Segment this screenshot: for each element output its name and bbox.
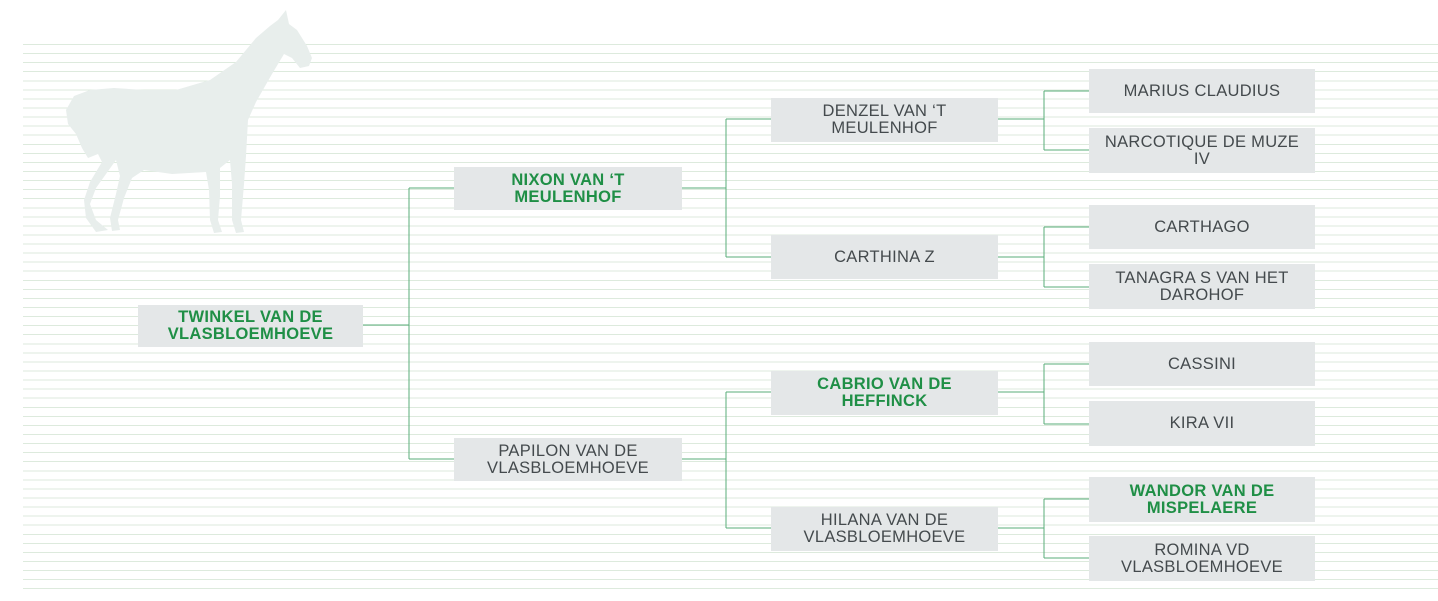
horse-box: TWINKEL VAN DE VLASBLOEMHOEVE — [138, 305, 363, 347]
connector-sire-sire — [998, 90, 1089, 151]
connector-dam-sire — [998, 363, 1089, 425]
horse-silhouette-icon — [66, 10, 312, 233]
horse-name: TWINKEL VAN DE VLASBLOEMHOEVE — [167, 308, 334, 343]
sire-sire-sire-box: MARIUS CLAUDIUS — [1089, 69, 1315, 113]
dam-sire-dam-box: KIRA VII — [1089, 401, 1315, 446]
dam-sire-sire-box: CASSINI — [1089, 342, 1315, 386]
dam-dam-dam-name: ROMINA VD VLASBLOEMHOEVE — [1121, 540, 1283, 576]
connector-sire-dam — [998, 226, 1089, 288]
sire-sire-sire-name: MARIUS CLAUDIUS — [1123, 81, 1281, 100]
dam-sire-dam-name: KIRA VII — [1169, 414, 1235, 432]
dam-box: PAPILON VAN DE VLASBLOEMHOEVE — [454, 438, 682, 481]
sire-sire-dam-box: NARCOTIQUE DE MUZE IV — [1089, 128, 1315, 173]
sire-dam-dam-name: TANAGRA S VAN HET DAROHOF — [1115, 268, 1289, 304]
sire-sire-dam-name: NARCOTIQUE DE MUZE IV — [1104, 132, 1300, 168]
sire-dam-dam-box: TANAGRA S VAN HET DAROHOF — [1089, 264, 1315, 309]
dam-dam-name: HILANA VAN DE VLASBLOEMHOEVE — [803, 511, 966, 546]
dam-sire-box: CABRIO VAN DE HEFFINCK — [771, 371, 998, 415]
dam-dam-sire-box: WANDOR VAN DE MISPELAERE — [1089, 477, 1315, 522]
dam-name: PAPILON VAN DE VLASBLOEMHOEVE — [487, 441, 649, 477]
dam-sire-name: CABRIO VAN DE HEFFINCK — [817, 375, 952, 410]
sire-name: NIXON VAN ‘T MEULENHOF — [511, 170, 625, 206]
connector-dam — [682, 391, 771, 529]
connector-sire — [682, 118, 771, 258]
sire-dam-name: CARTHINA Z — [834, 247, 935, 266]
dam-dam-box: HILANA VAN DE VLASBLOEMHOEVE — [771, 507, 998, 551]
dam-sire-sire-name: CASSINI — [1167, 354, 1237, 373]
connector-dam-dam — [998, 498, 1089, 559]
dam-dam-dam-box: ROMINA VD VLASBLOEMHOEVE — [1089, 536, 1315, 581]
connector-gen1 — [363, 187, 454, 460]
sire-dam-sire-name: CARTHAGO — [1154, 217, 1250, 236]
sire-sire-box: DENZEL VAN ‘T MEULENHOF — [771, 98, 998, 142]
sire-dam-box: CARTHINA Z — [771, 235, 998, 279]
sire-box: NIXON VAN ‘T MEULENHOF — [454, 167, 682, 210]
dam-dam-sire-name: WANDOR VAN DE MISPELAERE — [1129, 481, 1275, 517]
sire-dam-sire-box: CARTHAGO — [1089, 205, 1315, 249]
sire-sire-name: DENZEL VAN ‘T MEULENHOF — [822, 102, 947, 137]
